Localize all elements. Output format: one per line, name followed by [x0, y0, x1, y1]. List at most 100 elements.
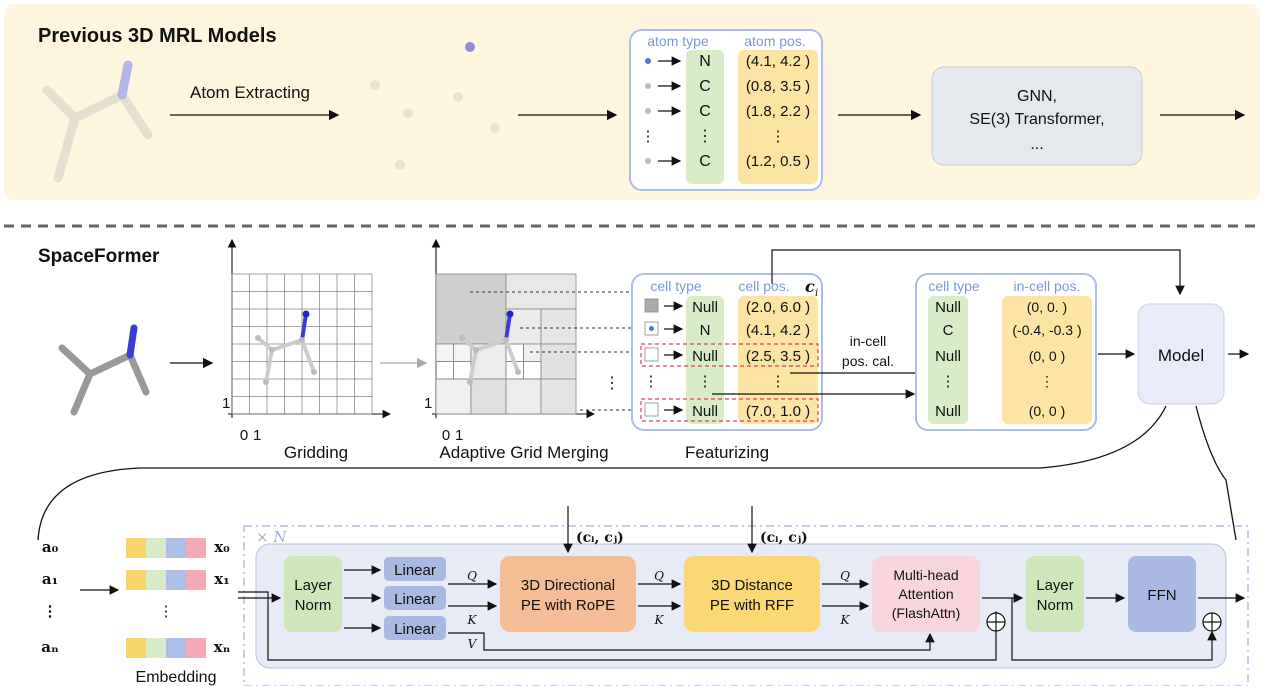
- cellpos-to-model-arrow: [771, 249, 1185, 296]
- featurizing-label: Featurizing: [685, 443, 769, 462]
- linear-k: [384, 586, 446, 610]
- embedding-segment: [166, 538, 186, 558]
- molecule-bond: [504, 312, 512, 342]
- cell-type-header: cell type: [650, 278, 702, 294]
- ci-symbol: c: [805, 277, 815, 296]
- q-label-3: Q: [840, 569, 850, 583]
- atom-pos-cell: (4.1, 4.2 ): [746, 53, 810, 70]
- atom-pos-column: [738, 50, 818, 184]
- molecule-bond: [270, 338, 304, 352]
- input-token: a₀: [42, 538, 59, 556]
- atom-type-cell: ⋮: [697, 128, 713, 145]
- molecule-bond: [300, 312, 308, 342]
- molecule-bond: [300, 338, 316, 374]
- output-vector: x₁: [214, 570, 230, 588]
- molecule-atom: [263, 379, 269, 385]
- merged-cell: [470, 378, 507, 415]
- cell-type-column: [686, 296, 724, 424]
- molecule-atom: [311, 369, 317, 375]
- layernorm-1-line-1: Layer: [294, 577, 332, 594]
- cell-pos-cell: (2.5, 3.5 ): [746, 348, 810, 365]
- output-vector: x₀: [214, 538, 230, 556]
- grid1-axis-one-y: 1: [222, 395, 230, 412]
- merged-cell: [435, 378, 472, 415]
- layernorm-1: [284, 556, 342, 632]
- atom-dot: [645, 158, 651, 164]
- incell-pos-cell: (0, 0 ): [1029, 348, 1066, 364]
- row-ellipsis: ⋮: [641, 128, 656, 145]
- incell-pos-column: [1002, 296, 1092, 424]
- gnn-line-3: ...: [1030, 136, 1043, 153]
- embedding-segment: [166, 638, 186, 658]
- pe-rope-line-2: PE with RoPE: [521, 597, 615, 614]
- molecule-atom: [506, 310, 514, 318]
- atom-pos-cell: (0.8, 3.5 ): [746, 78, 810, 95]
- repeat-count: × N: [256, 528, 287, 546]
- embedding-segment: [186, 638, 206, 658]
- incell-type-header: cell type: [928, 278, 980, 294]
- cell-icon: [644, 298, 659, 313]
- molecule-icon-mid: [58, 324, 150, 416]
- k-label-2: K: [654, 613, 665, 627]
- atom-points: [370, 42, 500, 170]
- cell-atom-dot: [649, 326, 654, 331]
- grid2-axis-zero: 0: [442, 427, 450, 444]
- embedding-segment: [126, 638, 146, 658]
- output-vector: xₙ: [214, 638, 231, 656]
- molecule-atom: [299, 337, 305, 343]
- gridding-label: Gridding: [284, 443, 348, 462]
- grid1-axis-one-x: 1: [253, 427, 261, 444]
- merged-cell: [540, 378, 577, 415]
- incell-type-cell: Null: [935, 299, 961, 316]
- cell-type-cell: N: [700, 322, 711, 339]
- incell-rows: Null(0, 0. )C(-0.4, -0.3 )Null(0, 0 )⋮⋮N…: [935, 299, 1082, 420]
- cell-rows: Null(2.0, 6.0 )N(4.1, 4.2 )Null(2.5, 3.5…: [640, 298, 819, 422]
- expansion-curve-left: [37, 405, 1167, 541]
- linear-k-label: Linear: [394, 591, 436, 608]
- molecule-atom: [467, 379, 473, 385]
- atom-rows: N(4.1, 4.2 )C(0.8, 3.5 )C(1.8, 2.2 )⋮⋮⋮C…: [641, 53, 811, 170]
- molecule-bond: [474, 338, 508, 352]
- linear-v: [384, 616, 446, 640]
- k-label-1: K: [467, 613, 478, 627]
- incell-type-cell: ⋮: [941, 373, 956, 390]
- gnn-line-2: SE(3) Transformer,: [969, 111, 1104, 128]
- atom-extracting-label: Atom Extracting: [190, 83, 310, 102]
- molecule-atom: [459, 335, 465, 341]
- atom-type-cell: N: [699, 53, 711, 70]
- pair-label-2: (cᵢ, cⱼ): [760, 530, 808, 546]
- atom-type-cell: C: [699, 103, 711, 120]
- merged-cell: [435, 343, 454, 362]
- attention-block: [872, 556, 980, 632]
- cell-pos-column: [738, 296, 818, 424]
- pair-label-1: (cᵢ, cⱼ): [576, 530, 624, 546]
- repeat-frame: [243, 525, 1249, 686]
- molecule-atom: [269, 347, 275, 353]
- atom-dot: [645, 108, 651, 114]
- layernorm-2: [1026, 556, 1084, 632]
- layernorm-1-line-2: Norm: [295, 597, 332, 614]
- add-icon-1: [986, 612, 1006, 632]
- incell-type-cell: Null: [935, 348, 961, 365]
- merging-label: Adaptive Grid Merging: [439, 443, 608, 462]
- atom-dot: [645, 58, 651, 64]
- attention-line-1: Multi-head: [893, 567, 958, 583]
- molecule-bond: [504, 338, 520, 374]
- merged-cell: [435, 273, 507, 345]
- molecule-bond: [468, 348, 478, 384]
- embedding-segment: [146, 538, 166, 558]
- cell-pos-cell: (2.0, 6.0 ): [746, 299, 810, 316]
- molecule-bond: [256, 336, 274, 352]
- incell-pos-cell: (-0.4, -0.3 ): [1012, 322, 1081, 338]
- incell-type-cell: Null: [935, 403, 961, 420]
- small-cell: [453, 361, 472, 380]
- molecule-atom: [515, 369, 521, 375]
- small-cell: [523, 361, 542, 380]
- cell-type-cell: Null: [692, 348, 718, 365]
- v-arrow: [448, 632, 935, 651]
- merged-cell: [540, 308, 577, 345]
- grid1-axis-zero: 0: [240, 427, 248, 444]
- atom-type-column: [686, 50, 724, 184]
- add-icon-2: [1202, 612, 1222, 632]
